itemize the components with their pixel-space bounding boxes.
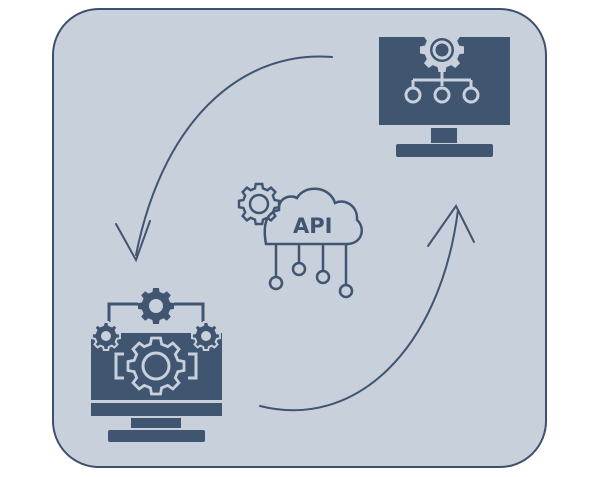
curved-arrow-top-to-left [115,55,333,263]
computer-three-gears-icon [91,288,222,442]
api-label: API [293,214,332,238]
api-cloud-gear-icon [239,184,363,299]
curved-arrow-bottom-to-right [259,204,475,412]
computer-network-gear-icon [379,28,510,157]
